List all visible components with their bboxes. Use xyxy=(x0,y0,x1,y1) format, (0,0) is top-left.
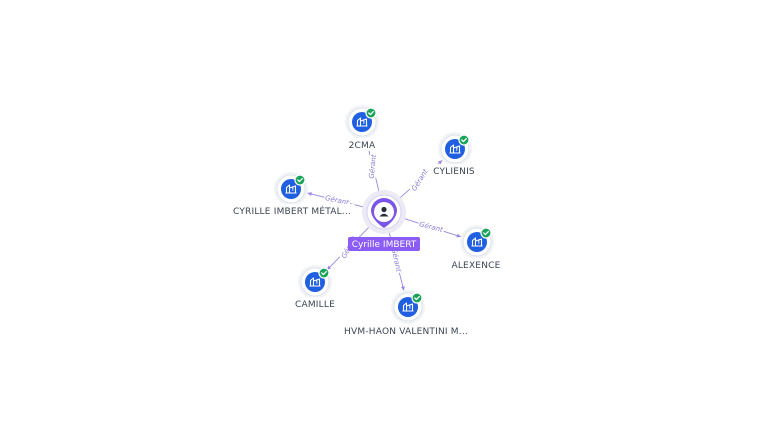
company-node[interactable]: 2CMA xyxy=(344,105,380,151)
node-core xyxy=(467,232,487,252)
person-label-bg xyxy=(348,237,420,251)
person-icon xyxy=(379,206,389,217)
node-label-bg xyxy=(448,258,504,271)
verified-check-icon xyxy=(365,107,377,119)
company-label: 2CMA xyxy=(349,141,376,151)
verified-check-icon xyxy=(458,134,470,146)
node-label-bg xyxy=(429,164,479,177)
company-node[interactable]: HVM-HAON VALENTINI M... xyxy=(342,290,470,337)
building-icon xyxy=(449,144,461,154)
node-core xyxy=(445,139,465,159)
nodes-layer: 2CMA CYLIENIS CYRILLE IMBERT MÉTAL... ALEXE… xyxy=(229,105,504,337)
node-label-bg xyxy=(344,138,380,151)
verified-check-icon xyxy=(411,292,423,304)
edge-label: Gérant xyxy=(390,247,403,272)
company-label: CYLIENIS xyxy=(433,167,475,177)
verified-check-icon xyxy=(294,174,306,186)
edge-label-bg xyxy=(409,166,431,194)
building-icon xyxy=(471,237,483,247)
edge-arrow xyxy=(456,233,461,238)
company-node[interactable]: ALEXENCE xyxy=(448,225,504,271)
verified-check-icon xyxy=(480,227,492,239)
edge-arrow xyxy=(307,192,312,196)
company-node[interactable]: CYLIENIS xyxy=(429,132,479,177)
company-node[interactable]: CYRILLE IMBERT MÉTAL... xyxy=(229,172,355,217)
node-label-bg xyxy=(291,297,339,310)
edge-label-bg xyxy=(323,193,351,208)
person-node[interactable]: Cyrille IMBERT xyxy=(348,190,420,251)
node-core xyxy=(352,112,372,132)
person-label: Cyrille IMBERT xyxy=(352,240,417,250)
company-node[interactable]: CAMILLE xyxy=(291,265,339,310)
node-core xyxy=(305,272,325,292)
edge-label: Gérant xyxy=(410,168,430,193)
edge-arrow xyxy=(437,160,443,165)
building-icon xyxy=(356,117,368,127)
company-label: ALEXENCE xyxy=(451,261,500,271)
edge-label: Gérant xyxy=(368,154,378,179)
building-icon xyxy=(285,184,297,194)
verified-check-icon xyxy=(318,267,330,279)
edge-arrow xyxy=(400,286,405,291)
edge-arrow xyxy=(326,265,332,270)
node-label-bg xyxy=(229,204,355,217)
company-label: CAMILLE xyxy=(295,300,335,310)
edge-label: Gérant xyxy=(418,220,444,234)
company-label: CYRILLE IMBERT MÉTAL... xyxy=(233,205,351,217)
node-core xyxy=(281,179,301,199)
company-label: HVM-HAON VALENTINI M... xyxy=(344,327,468,337)
edge-label-bg xyxy=(389,246,403,274)
node-label-bg xyxy=(342,324,470,337)
node-core xyxy=(398,297,418,317)
edge-label-bg xyxy=(417,220,445,235)
edge-label-bg xyxy=(367,152,379,180)
building-icon xyxy=(309,277,321,287)
building-icon xyxy=(402,302,414,312)
